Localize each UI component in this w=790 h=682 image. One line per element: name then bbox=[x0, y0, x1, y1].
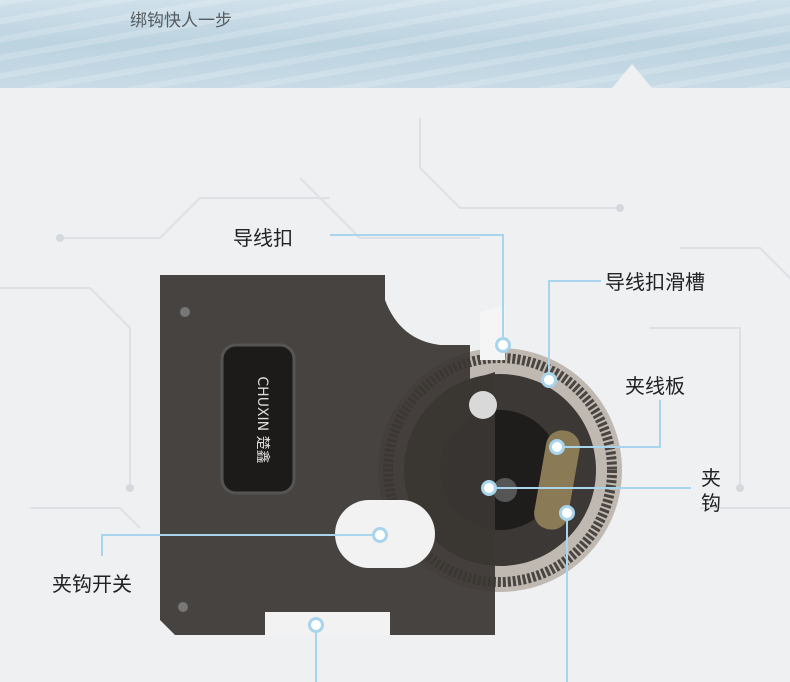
label-line-guide: 导线扣 bbox=[233, 226, 293, 250]
header-banner bbox=[0, 0, 790, 88]
callout-dot bbox=[481, 480, 497, 496]
banner-notch bbox=[612, 64, 652, 88]
callout-dot bbox=[541, 372, 557, 388]
callout-dot bbox=[372, 527, 388, 543]
callout-dot bbox=[559, 505, 575, 521]
slogan: 绑钩快人一步 bbox=[130, 11, 232, 31]
callout-dot bbox=[549, 439, 565, 455]
label-hook-clamp-1: 夹 bbox=[701, 466, 721, 490]
callout-dot bbox=[495, 337, 511, 353]
label-line-guide-slot: 导线扣滑槽 bbox=[605, 270, 705, 294]
circuit-background bbox=[0, 118, 790, 529]
label-hook-clamp-2: 钩 bbox=[701, 491, 721, 515]
label-hook-clamp-switch: 夹钩开关 bbox=[52, 572, 132, 596]
svg-text:CHUXIN 楚鑫: CHUXIN 楚鑫 bbox=[254, 376, 271, 463]
clamp-plate bbox=[534, 430, 580, 530]
device-body bbox=[160, 275, 495, 635]
callout-dot bbox=[308, 617, 324, 633]
logo-plate bbox=[220, 343, 296, 495]
label-clamp-plate: 夹线板 bbox=[625, 374, 685, 398]
